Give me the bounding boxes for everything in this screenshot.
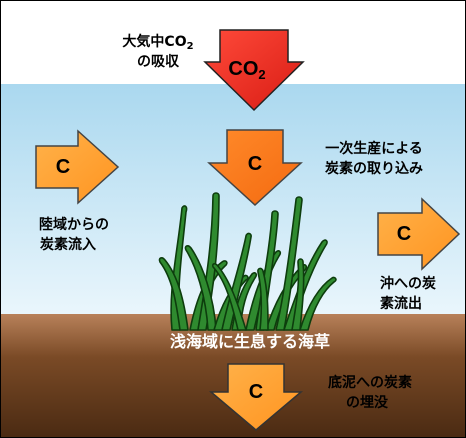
land-label-line1: 陸域からの [39, 216, 109, 233]
burial-label-line1: 底泥への炭素 [328, 374, 412, 391]
primary-label-line1: 一次生産による [325, 140, 423, 157]
land-arrow-letter: C [56, 156, 70, 178]
primary-arrow-letter: C [248, 153, 262, 175]
burial-arrow-letter: C [249, 381, 263, 403]
burial-label-line2: の埋没 [346, 395, 389, 411]
seagrass-illustration [158, 192, 337, 331]
land-label-line2: 炭素流入 [40, 236, 96, 253]
primary-production-arrow: C [207, 129, 303, 207]
atmosphere-label-line2: の吸収 [137, 53, 180, 70]
land-inflow-arrow: C [35, 129, 120, 205]
primary-label-line2: 炭素の取り込み [325, 160, 423, 177]
offshore-outflow-arrow: C [377, 197, 461, 271]
co2-absorption-arrow: CO2 [203, 29, 305, 112]
offshore-arrow-letter: C [397, 223, 411, 245]
sediment-burial-arrow: C [208, 363, 304, 431]
seagrass-caption: 浅海域に生息する海草 [170, 332, 330, 351]
co2-arrow-label: CO2 [228, 58, 265, 82]
offshore-label-line2: 素流出 [380, 295, 422, 312]
atmosphere-label-line1: 大気中CO2 [122, 33, 193, 52]
offshore-label-line1: 沖への炭 [380, 275, 436, 292]
